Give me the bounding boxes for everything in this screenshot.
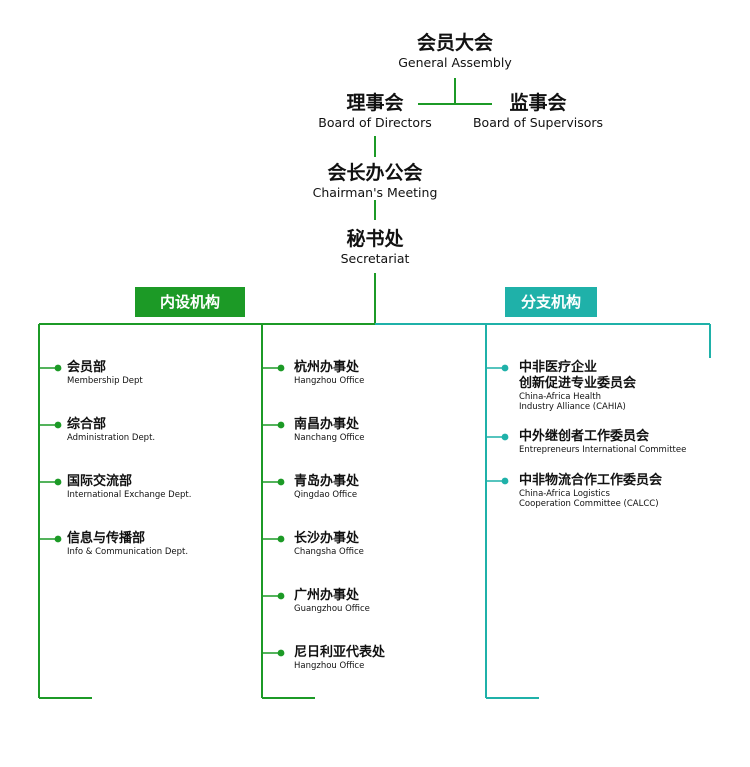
secretariat-zh: 秘书处 (346, 228, 404, 250)
department-0-dot (54, 364, 62, 372)
board-zh: 理事会 (346, 92, 404, 114)
node-general-assembly: 会员大会 General Assembly (380, 32, 530, 70)
node-secretariat: 秘书处 Secretariat (315, 228, 435, 266)
department-2-dot (54, 478, 62, 486)
committee-en1: China-Africa Logistics (519, 489, 610, 499)
department-en: International Exchange Dept. (67, 490, 192, 500)
office-0-dot (277, 364, 285, 372)
office-en: Hangzhou Office (294, 661, 365, 671)
committee-en2: Industry Alliance (CAHIA) (519, 402, 626, 412)
office-zh: 杭州办事处 (294, 360, 360, 375)
office-zh: 尼日利亚代表处 (294, 645, 386, 660)
office-en: Qingdao Office (294, 490, 358, 500)
committee-zh1: 中非医疗企业 (519, 360, 598, 375)
chairman-zh: 会长办公会 (327, 162, 423, 184)
department-1-dot (54, 421, 62, 429)
office-2-dot (277, 478, 285, 486)
office-en: Changsha Office (294, 547, 364, 557)
board-en: Board of Directors (318, 115, 432, 130)
committee-zh1: 中外继创者工作委员会 (519, 429, 650, 444)
committee-2-dot (501, 477, 509, 485)
office-zh: 青岛办事处 (294, 474, 360, 489)
node-board-of-directors: 理事会 Board of Directors (305, 92, 445, 130)
office-5-dot (277, 649, 285, 657)
committee-0-dot (501, 364, 509, 372)
office-4-dot (277, 592, 285, 600)
department-zh: 信息与传播部 (67, 531, 146, 546)
category-internal-label: 内设机构 (135, 287, 245, 317)
office-en: Guangzhou Office (294, 604, 370, 614)
department-zh: 国际交流部 (67, 474, 133, 489)
office-zh: 广州办事处 (294, 588, 360, 603)
department-en: Membership Dept (67, 376, 143, 386)
supervisors-en: Board of Supervisors (472, 115, 604, 130)
committee-zh2: 创新促进专业委员会 (519, 376, 637, 391)
office-zh: 长沙办事处 (294, 531, 360, 546)
category-branch-label: 分支机构 (505, 287, 597, 317)
secretariat-en: Secretariat (340, 251, 410, 266)
office-en: Nanchang Office (294, 433, 365, 443)
supervisors-zh: 监事会 (509, 92, 567, 114)
assembly-zh: 会员大会 (416, 32, 493, 54)
chairman-en: Chairman's Meeting (312, 185, 438, 200)
committee-zh1: 中非物流合作工作委员会 (519, 473, 663, 488)
department-zh: 会员部 (67, 360, 107, 375)
committee-1-dot (501, 433, 509, 441)
department-en: Info & Communication Dept. (67, 547, 189, 557)
committee-en1: Entrepreneurs International Committee (519, 445, 687, 455)
assembly-en: General Assembly (398, 55, 512, 70)
committee-en1: China-Africa Health (519, 392, 602, 402)
node-board-of-supervisors: 监事会 Board of Supervisors (463, 92, 613, 130)
office-1-dot (277, 421, 285, 429)
committee-en2: Cooperation Committee (CALCC) (519, 499, 659, 509)
office-zh: 南昌办事处 (294, 417, 360, 432)
department-zh: 综合部 (67, 417, 107, 432)
node-chairmans-meeting: 会长办公会 Chairman's Meeting (300, 162, 450, 200)
department-en: Administration Dept. (67, 433, 156, 443)
department-3-dot (54, 535, 62, 543)
office-3-dot (277, 535, 285, 543)
office-en: Hangzhou Office (294, 376, 365, 386)
